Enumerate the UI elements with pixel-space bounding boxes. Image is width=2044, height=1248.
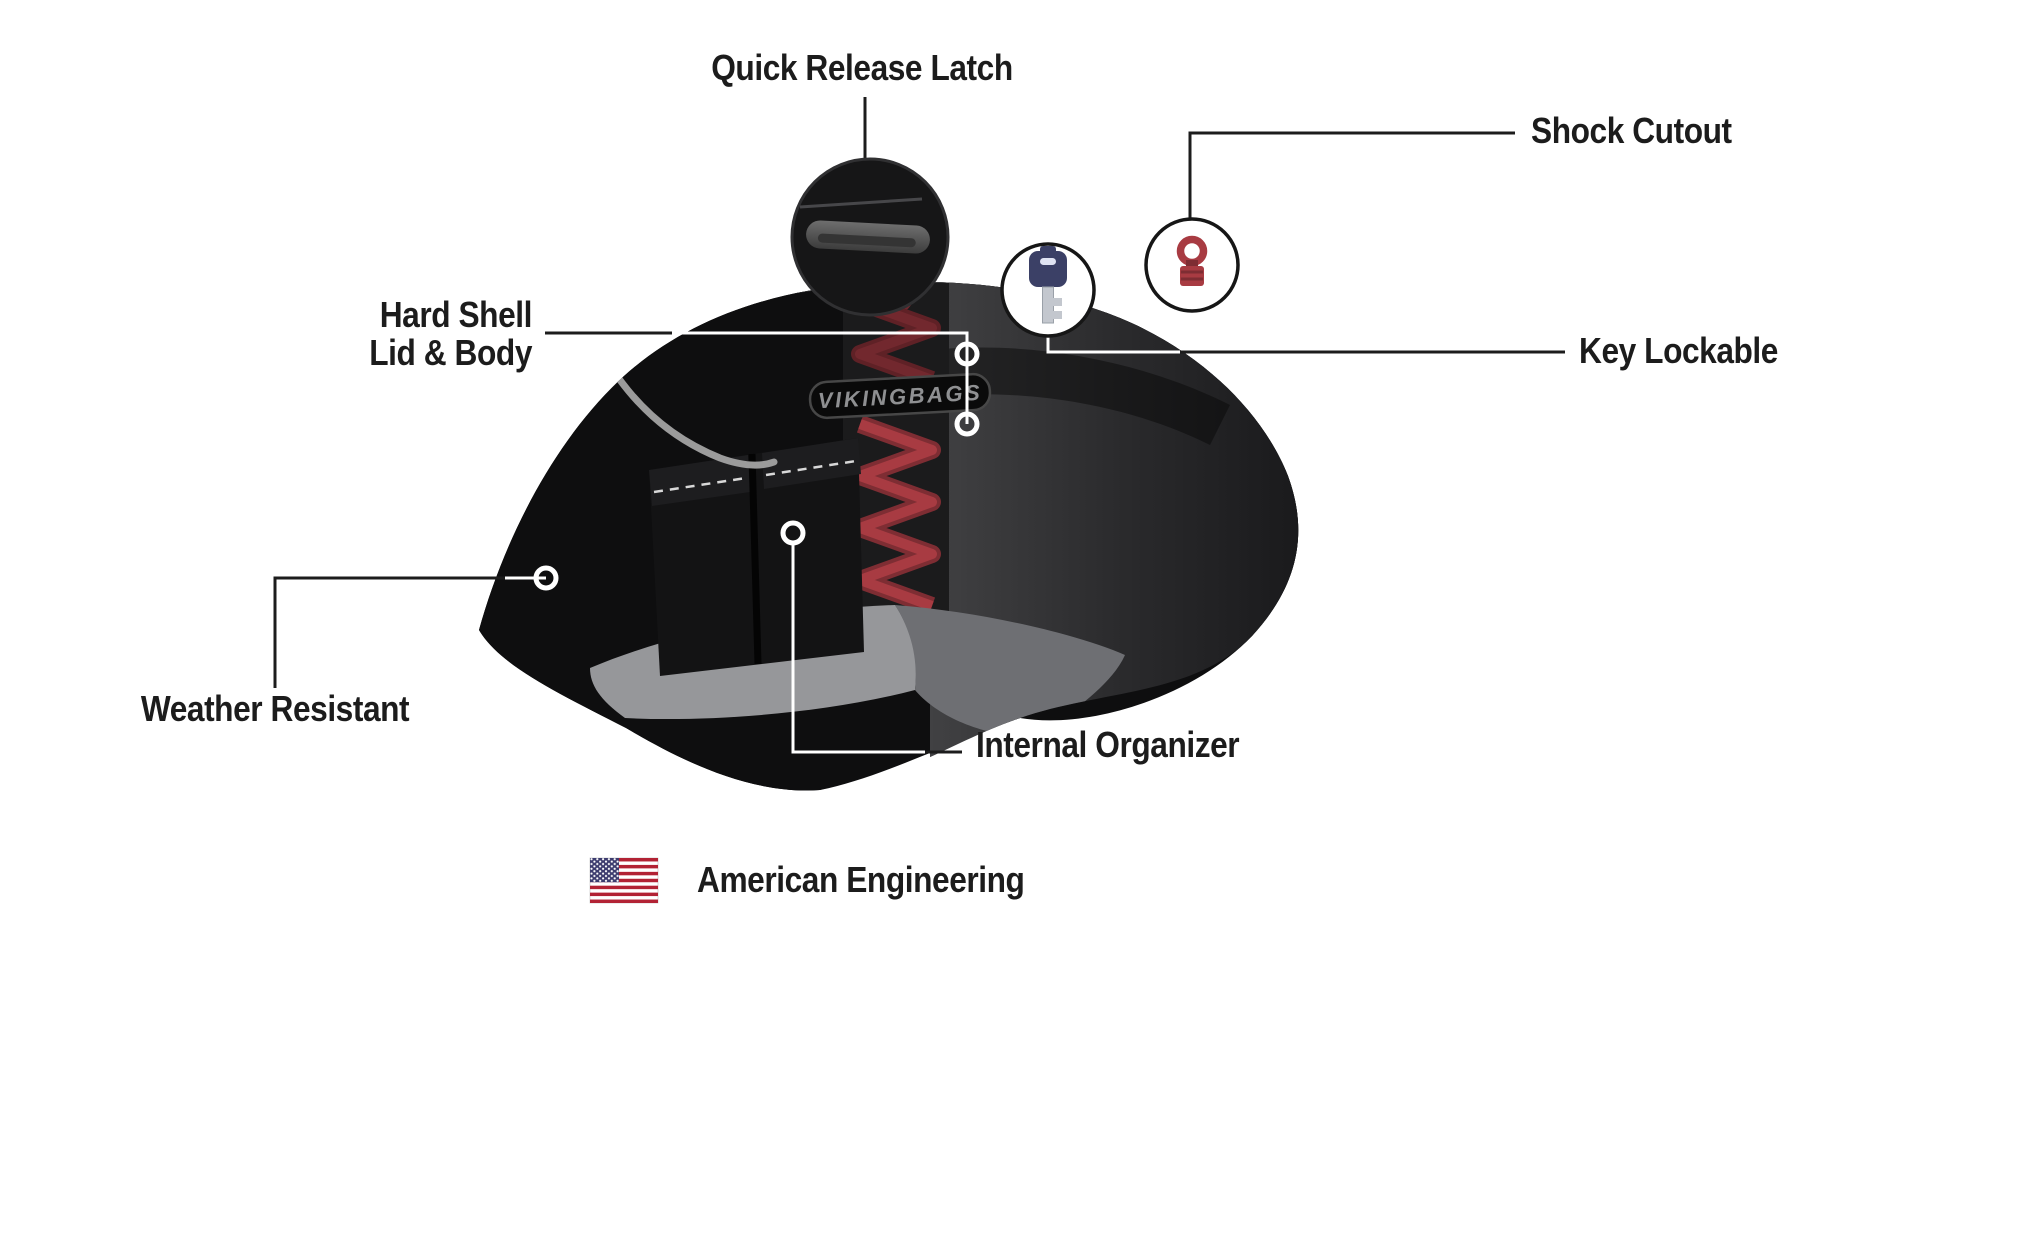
key-tooth-2 [1053,311,1062,319]
inner-wall-shade [930,347,1230,445]
marker-hard-shell-body [954,411,980,437]
label-shock-cutout: Shock Cutout [1531,110,1732,151]
flag-stripe [590,892,658,897]
flag-stripe [590,878,658,883]
organizer-divider [748,453,762,665]
marker-internal-organizer [780,520,806,546]
label-weather-resistant: Weather Resistant [140,688,410,729]
label-key-lockable: Key Lockable [1579,330,1778,371]
label-hard-shell-line2: Lid & Body [369,332,532,374]
flag-stripe [590,899,658,903]
shock-spring-lower [855,419,937,611]
shock-spring-upper [855,297,937,385]
label-internal-organizer: Internal Organizer [976,724,1240,765]
flag-stripe [590,885,658,890]
connector-shock-cutout [1188,131,1515,219]
flag-stripe [590,858,658,862]
marker-dots [533,341,980,591]
organizer-flap-right [762,438,861,489]
shock-icon-neck [1186,260,1198,267]
connector-lines-dark [273,97,1565,754]
key-head-group [1029,246,1067,287]
connector-weather-resistant-dark [273,576,505,688]
key-shaft [1042,286,1054,324]
flag-stripes [590,858,658,903]
key-head-slot [1040,258,1056,265]
latch-seam-line [799,197,923,209]
flag-stars [590,858,619,883]
key-head [1029,251,1067,287]
label-american-engineering: American Engineering [697,859,1025,900]
flag-stripe [590,864,658,869]
interior-floor-mid [895,605,1125,738]
key-tooth-1 [1053,298,1062,306]
brand-badge-plate [808,372,992,420]
connector-hard-shell-light [672,331,969,424]
brand-badge: VIKINGBAGS [808,372,992,420]
connector-internal-organizer-light [791,543,925,754]
flag-stripe [590,871,658,876]
quick-release-latch-photo-icon [790,157,950,317]
shock-icon-coil-lines [1181,270,1203,281]
shock-absorber-icon [1144,217,1240,313]
organizer-flap-left [649,455,750,506]
lid-piping [598,348,778,469]
us-flag-icon [589,857,659,904]
label-quick-release-latch: Quick Release Latch [711,47,1013,88]
key-head-top [1040,246,1056,254]
latch-handle-shadow [817,233,916,248]
marker-hard-shell-lid [954,341,980,367]
shock-icon-body [1180,266,1204,286]
marker-weather-resistant [533,565,559,591]
label-hard-shell-line1: Hard Shell [379,294,533,335]
label-hard-shell-lid-body: Hard Shell Lid & Body [268,294,533,374]
connector-lines-light [505,331,1180,754]
key-icon [1000,242,1096,338]
connector-key-lockable-light [1046,337,1180,354]
